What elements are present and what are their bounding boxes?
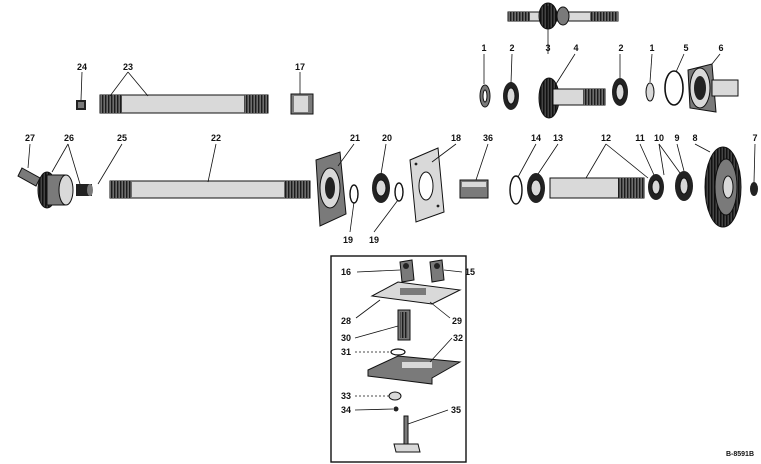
part-13-bearing <box>527 173 545 203</box>
part-11-bearing <box>648 174 664 200</box>
part-3-countershaft-top <box>507 2 619 30</box>
callout-7: 7 <box>752 133 757 143</box>
callout-14: 14 <box>531 133 541 143</box>
callout-8: 8 <box>692 133 697 143</box>
callout-19: 19 <box>343 235 353 245</box>
callout-25: 25 <box>117 133 127 143</box>
callout-34: 34 <box>341 405 351 415</box>
callout-30: 30 <box>341 333 351 343</box>
part-35-shift-lever <box>393 415 421 453</box>
callout-36: 36 <box>483 133 493 143</box>
part-6-bearing-housing <box>687 63 739 113</box>
figure-code: B-8591B <box>726 451 754 458</box>
part-1-snap-ring-left <box>479 84 491 108</box>
part-8-ring-gear <box>704 146 742 228</box>
callout-28: 28 <box>341 316 351 326</box>
callout-4: 4 <box>573 43 578 53</box>
part-5-oil-ring <box>664 70 684 106</box>
part-32-cover-plate <box>367 355 462 385</box>
part-14-snap-ring <box>509 175 523 205</box>
part-17-sleeve <box>290 93 314 115</box>
callout-19: 19 <box>369 235 379 245</box>
callout-2: 2 <box>509 43 514 53</box>
part-36-spacer <box>459 179 489 199</box>
callout-35: 35 <box>451 405 461 415</box>
part-28-29-shifter-plate <box>370 281 462 305</box>
callout-9: 9 <box>674 133 679 143</box>
callout-2: 2 <box>618 43 623 53</box>
part-22-shaft <box>109 180 311 199</box>
part-25-collar <box>76 184 93 196</box>
part-1-snap-ring-right <box>645 82 655 102</box>
part-2-bearing-right <box>612 78 628 106</box>
callout-29: 29 <box>452 316 462 326</box>
callout-13: 13 <box>553 133 563 143</box>
callout-20: 20 <box>382 133 392 143</box>
callout-1: 1 <box>481 43 486 53</box>
callout-5: 5 <box>683 43 688 53</box>
callout-15: 15 <box>465 267 475 277</box>
callout-27: 27 <box>25 133 35 143</box>
part-33-washer <box>388 391 402 401</box>
callout-labels: 1 2 3 4 2 1 5 6 24 23 17 27 26 25 22 21 … <box>25 43 758 458</box>
part-9-bearing <box>675 171 693 201</box>
part-4-gear-shaft <box>538 77 606 119</box>
part-18-gasket-plate <box>409 147 445 223</box>
part-24-nut <box>76 100 86 110</box>
callout-6: 6 <box>718 43 723 53</box>
callout-22: 22 <box>211 133 221 143</box>
part-15-shifter-fork <box>429 259 445 283</box>
part-2-bearing-left <box>503 82 519 110</box>
callout-26: 26 <box>64 133 74 143</box>
part-27-key <box>17 167 41 187</box>
callout-3: 3 <box>545 43 550 53</box>
part-7-nut <box>750 182 758 196</box>
part-20-bearing <box>372 173 390 203</box>
part-26-gear <box>37 171 74 209</box>
part-30-shifter-lever <box>397 309 411 341</box>
callout-11: 11 <box>635 133 645 143</box>
part-23-shaft <box>99 94 269 114</box>
part-34-pin <box>393 406 399 412</box>
callout-10: 10 <box>654 133 664 143</box>
callout-32: 32 <box>453 333 463 343</box>
callout-33: 33 <box>341 391 351 401</box>
callout-1: 1 <box>649 43 654 53</box>
part-31-washer <box>390 348 406 356</box>
callout-23: 23 <box>123 62 133 72</box>
part-16-shifter-fork <box>399 259 415 283</box>
callout-12: 12 <box>601 133 611 143</box>
callout-18: 18 <box>451 133 461 143</box>
part-19-snap-ring-right <box>394 182 404 202</box>
part-21-bearing-retainer <box>315 151 347 227</box>
callout-17: 17 <box>295 62 305 72</box>
callout-24: 24 <box>77 62 87 72</box>
callout-16: 16 <box>341 267 351 277</box>
callout-31: 31 <box>341 347 351 357</box>
callout-21: 21 <box>350 133 360 143</box>
part-12-shaft <box>549 177 645 199</box>
part-19-snap-ring-left <box>349 184 359 204</box>
leader-lines <box>27 6 756 425</box>
